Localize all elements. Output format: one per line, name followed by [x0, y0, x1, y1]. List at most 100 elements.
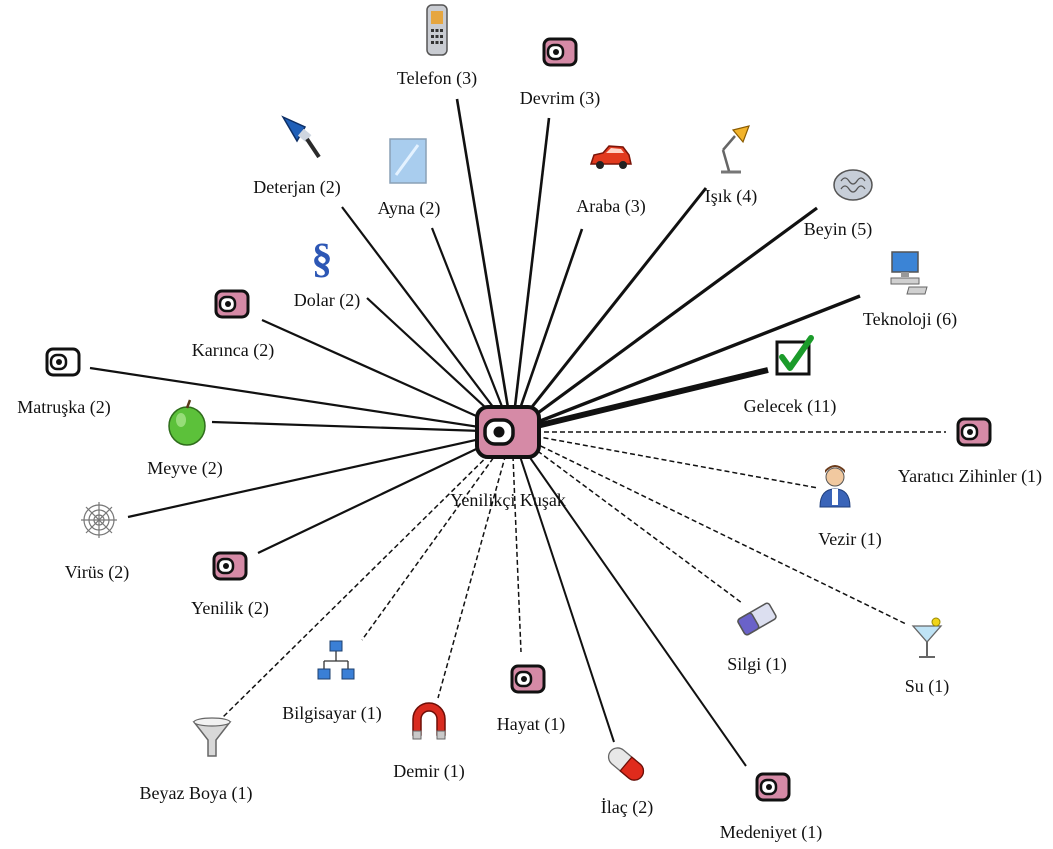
- center-tag-icon: [475, 405, 541, 459]
- tag-icon: [510, 664, 546, 694]
- mobile-phone-icon: [426, 4, 448, 56]
- edge-silgi: [511, 431, 743, 604]
- node-deterjan[interactable]: Deterjan (2): [253, 115, 341, 198]
- node-label: Hayat (1): [497, 714, 565, 735]
- tag-icon: [755, 772, 791, 802]
- car-icon: [589, 145, 632, 169]
- center-node[interactable]: Yenilikçi Kuşak: [450, 405, 566, 510]
- magnet-icon: [412, 702, 446, 740]
- spider-web-icon: [81, 502, 117, 538]
- node-label: Işık (4): [705, 186, 758, 207]
- node-label: İlaç (2): [601, 797, 653, 818]
- node-dolar[interactable]: § Dolar (2): [294, 236, 360, 311]
- node-karinca[interactable]: Karınca (2): [192, 289, 274, 361]
- funnel-icon: [192, 717, 232, 757]
- node-ilac[interactable]: İlaç (2): [601, 744, 653, 818]
- node-label: Virüs (2): [65, 562, 129, 583]
- edge-devrim: [510, 117, 551, 433]
- edge-bilgisayar: [361, 431, 513, 641]
- tag-outline-icon: [45, 347, 81, 377]
- node-label: Yenilik (2): [191, 598, 269, 619]
- node-isik[interactable]: Işık (4): [705, 125, 758, 207]
- apple-icon: [168, 399, 206, 446]
- node-label: Ayna (2): [378, 198, 441, 219]
- tag-icon: [212, 551, 248, 581]
- node-label: Araba (3): [576, 196, 645, 217]
- node-teknoloji[interactable]: Teknoloji (6): [863, 251, 957, 330]
- edge-medeniyet: [511, 431, 747, 767]
- edge-su: [511, 431, 907, 625]
- node-label: Dolar (2): [294, 290, 360, 311]
- pill-icon: [607, 747, 645, 781]
- computer-icon: [890, 251, 928, 295]
- edge-ilac: [511, 431, 615, 743]
- node-label: Demir (1): [393, 761, 464, 782]
- node-su[interactable]: Su (1): [905, 617, 950, 697]
- node-label: Meyve (2): [147, 458, 222, 479]
- node-meyve[interactable]: Meyve (2): [147, 399, 223, 479]
- node-label: Yaratıcı Zihinler (1): [898, 466, 1042, 487]
- center-label: Yenilikçi Kuşak: [450, 490, 566, 510]
- node-silgi[interactable]: Silgi (1): [727, 602, 787, 675]
- node-label: Vezir (1): [818, 529, 881, 550]
- edge-telefon: [455, 98, 514, 433]
- node-telefon[interactable]: Telefon (3): [397, 4, 477, 89]
- edge-beyazboya: [221, 431, 513, 719]
- edge-karinca: [261, 318, 513, 434]
- node-label: Beyaz Boya (1): [140, 783, 253, 804]
- edge-vezir: [511, 431, 819, 489]
- node-label: Deterjan (2): [253, 177, 340, 198]
- mirror-icon: [389, 138, 427, 184]
- brush-icon: [281, 115, 321, 159]
- node-label: Telefon (3): [397, 68, 477, 89]
- edge-deterjan: [341, 206, 513, 433]
- node-vezir[interactable]: Vezir (1): [818, 465, 882, 550]
- node-yenilik[interactable]: Yenilik (2): [191, 551, 269, 619]
- node-label: Bilgisayar (1): [282, 703, 381, 724]
- node-label: Medeniyet (1): [720, 822, 822, 843]
- node-yaratici-zihinler[interactable]: Yaratıcı Zihinler (1): [898, 417, 1042, 487]
- node-label: Gelecek (11): [744, 396, 837, 417]
- edge-matruska: [89, 366, 513, 434]
- node-araba[interactable]: Araba (3): [576, 145, 646, 217]
- edge-demir: [437, 431, 513, 699]
- node-medeniyet[interactable]: Medeniyet (1): [720, 772, 822, 843]
- brain-icon: [833, 169, 873, 201]
- node-label: Su (1): [905, 676, 950, 697]
- edge-ayna: [430, 227, 514, 433]
- person-icon: [819, 465, 851, 508]
- node-bilgisayar[interactable]: Bilgisayar (1): [282, 640, 382, 724]
- edge-virus: [127, 430, 513, 519]
- node-hayat[interactable]: Hayat (1): [497, 664, 565, 735]
- edge-isik: [510, 187, 708, 433]
- node-virus[interactable]: Virüs (2): [65, 502, 129, 583]
- edge-gelecek: [511, 367, 769, 435]
- node-beyaz-boya[interactable]: Beyaz Boya (1): [140, 717, 253, 804]
- edge-yenilik: [257, 431, 513, 554]
- desk-lamp-icon: [721, 125, 750, 174]
- section-sign-icon: §: [312, 236, 333, 282]
- node-label: Teknoloji (6): [863, 309, 957, 330]
- edge-araba: [510, 228, 584, 433]
- checkbox-checked-icon: [775, 335, 814, 376]
- node-demir[interactable]: Demir (1): [393, 702, 465, 782]
- edges: [89, 98, 946, 767]
- node-ayna[interactable]: Ayna (2): [378, 138, 441, 219]
- node-label: Karınca (2): [192, 340, 274, 361]
- node-matruska[interactable]: Matruşka (2): [17, 347, 111, 418]
- edge-beyin: [511, 206, 818, 434]
- node-gelecek[interactable]: Gelecek (11): [744, 335, 837, 417]
- edge-meyve: [211, 420, 513, 434]
- tag-icon: [542, 37, 578, 67]
- node-label: Silgi (1): [727, 654, 787, 675]
- edge-teknoloji: [511, 294, 861, 434]
- node-beyin[interactable]: Beyin (5): [804, 169, 873, 240]
- node-label: Matruşka (2): [17, 397, 110, 418]
- node-devrim[interactable]: Devrim (3): [520, 37, 600, 109]
- eraser-icon: [737, 602, 777, 636]
- network-icon: [317, 640, 355, 680]
- cocktail-glass-icon: [911, 617, 943, 658]
- node-label: Beyin (5): [804, 219, 872, 240]
- tag-icon: [214, 289, 250, 319]
